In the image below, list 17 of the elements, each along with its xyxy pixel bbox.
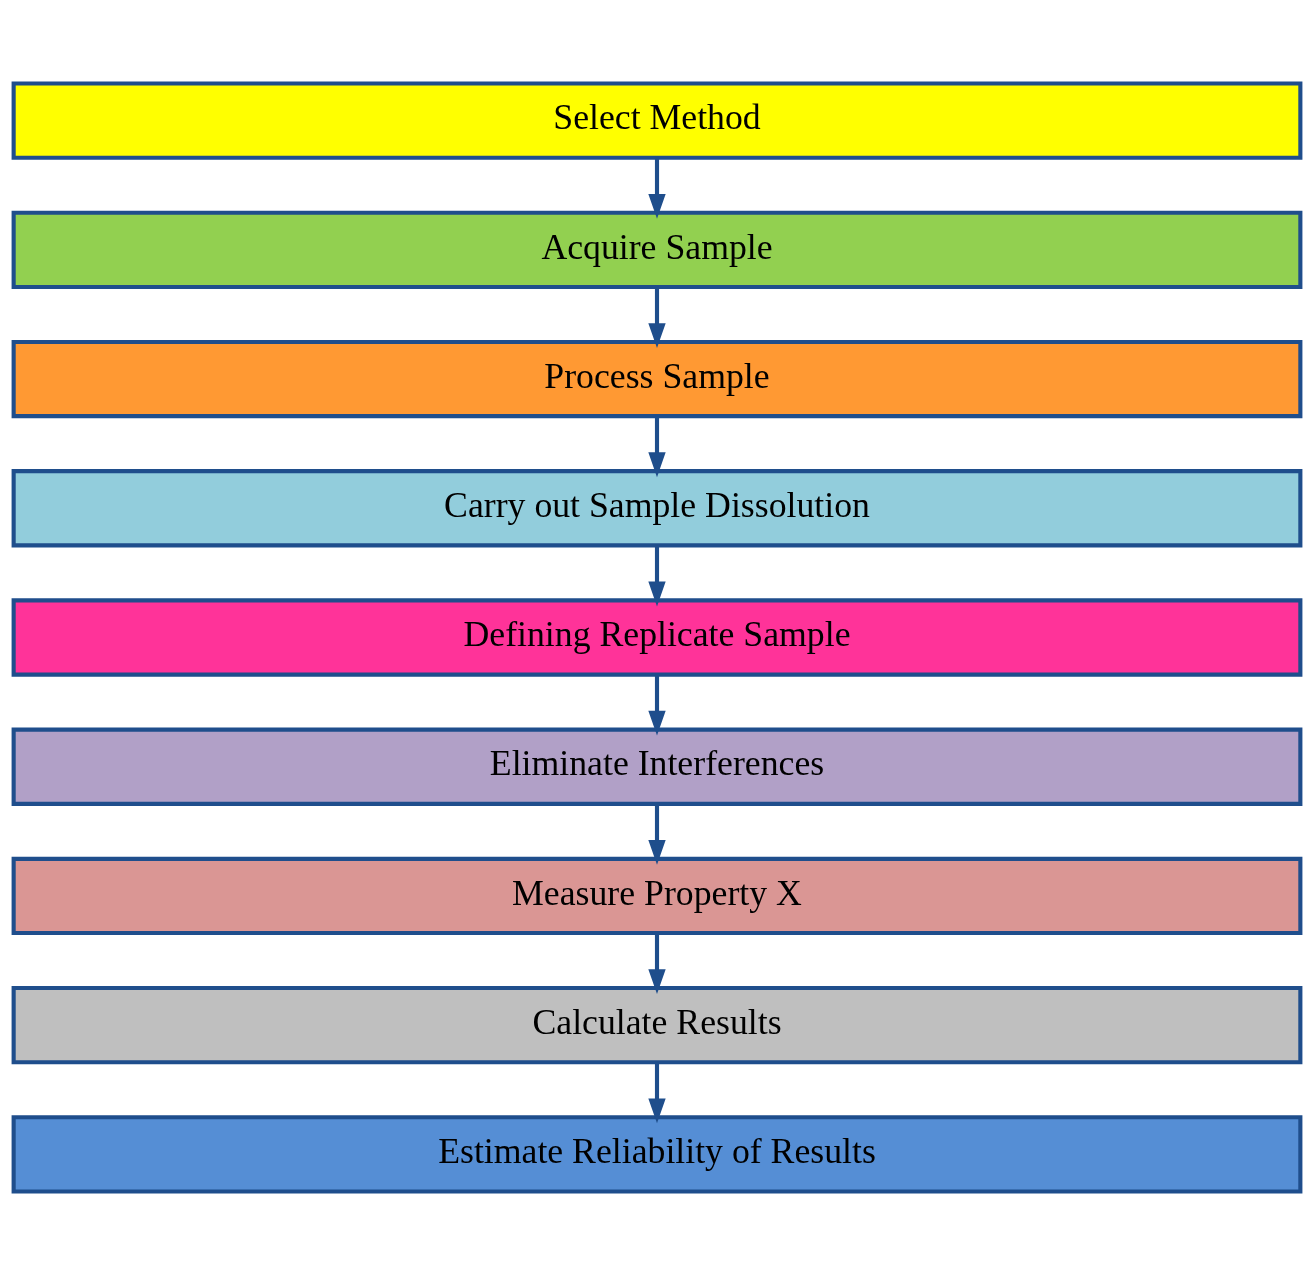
node-box: Calculate Results xyxy=(11,986,1303,1065)
node-box: Defining Replicate Sample xyxy=(11,598,1303,677)
arrow xyxy=(648,287,666,348)
arrow xyxy=(648,804,666,865)
node-box: Eliminate Interferences xyxy=(11,727,1303,806)
arrow xyxy=(648,157,666,219)
arrow xyxy=(648,933,666,995)
arrow xyxy=(648,416,666,478)
node-box: Estimate Reliability of Results xyxy=(11,1115,1303,1194)
node-box: Measure Property X xyxy=(11,856,1303,936)
node-box: Carry out Sample Dissolution xyxy=(11,469,1303,548)
node-box: Process Sample xyxy=(11,339,1303,419)
arrow xyxy=(648,545,666,607)
node-box: Select Method xyxy=(11,81,1303,160)
arrow xyxy=(648,674,666,736)
node-box: Acquire Sample xyxy=(11,210,1303,289)
arrow xyxy=(648,1062,666,1124)
